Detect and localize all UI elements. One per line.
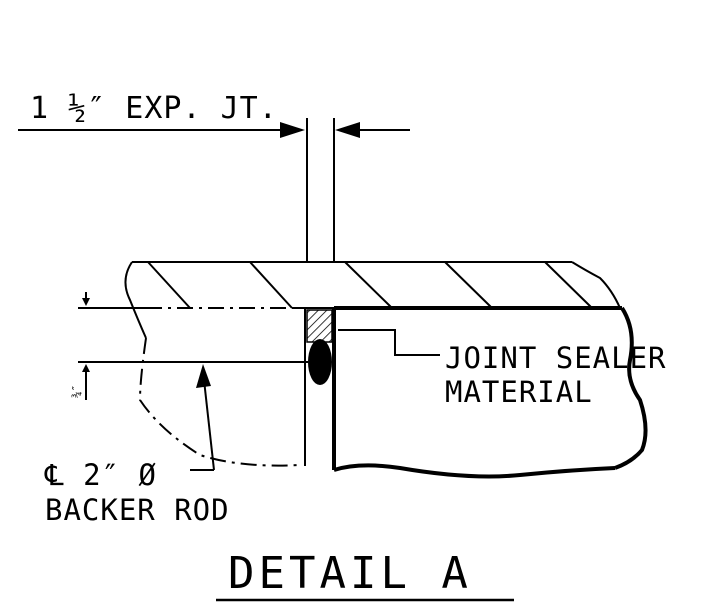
new-bottom-break [333,463,616,479]
hatch-line [544,261,593,309]
backer-rod-label-line1: ℄ 2″ Ø [44,458,157,492]
detail-title: DETAIL A [216,548,514,602]
deck-slab [124,261,622,339]
joint-sealer-leader [338,329,440,356]
backer-rod-label-line2: BACKER ROD [45,493,230,527]
expansion-joint-label: 1 ½″ EXP. JT. [30,91,278,126]
right-break-edge [571,261,621,309]
detail-title-text: DETAIL A [228,548,472,599]
hatch-line [147,261,191,309]
hatch-line [344,261,393,309]
joint-sealer-callout: JOINT SEALER MATERIAL [338,329,667,409]
existing-break-line [138,337,301,467]
backer-rod-arrowhead [196,364,211,388]
small-dimension-label: ¾″ [70,385,83,398]
arrowhead-left [335,122,360,138]
small-vertical-dimension: ¾″ [70,292,308,400]
expansion-joint-dimension: 1 ½″ EXP. JT. [18,91,410,262]
backer-rod-callout: ℄ 2″ Ø BACKER ROD [44,364,230,527]
backer-rod-leader [203,379,215,471]
new-section-outline [332,306,648,479]
new-right-break [614,306,648,470]
hatch-line [249,261,293,309]
backer-rod [308,339,332,385]
existing-section-outline [138,307,306,467]
hatch-line [444,261,493,309]
arrowhead-right [280,122,305,138]
left-break-edge [124,261,147,339]
joint-sealer-label-line1: JOINT SEALER [445,341,667,375]
joint-sealer-label-line2: MATERIAL [445,375,593,409]
dim-arrow-top [82,298,90,306]
joint-assembly [306,309,333,385]
joint-sealer-material [306,309,333,343]
dim-arrow-bottom [82,364,90,372]
